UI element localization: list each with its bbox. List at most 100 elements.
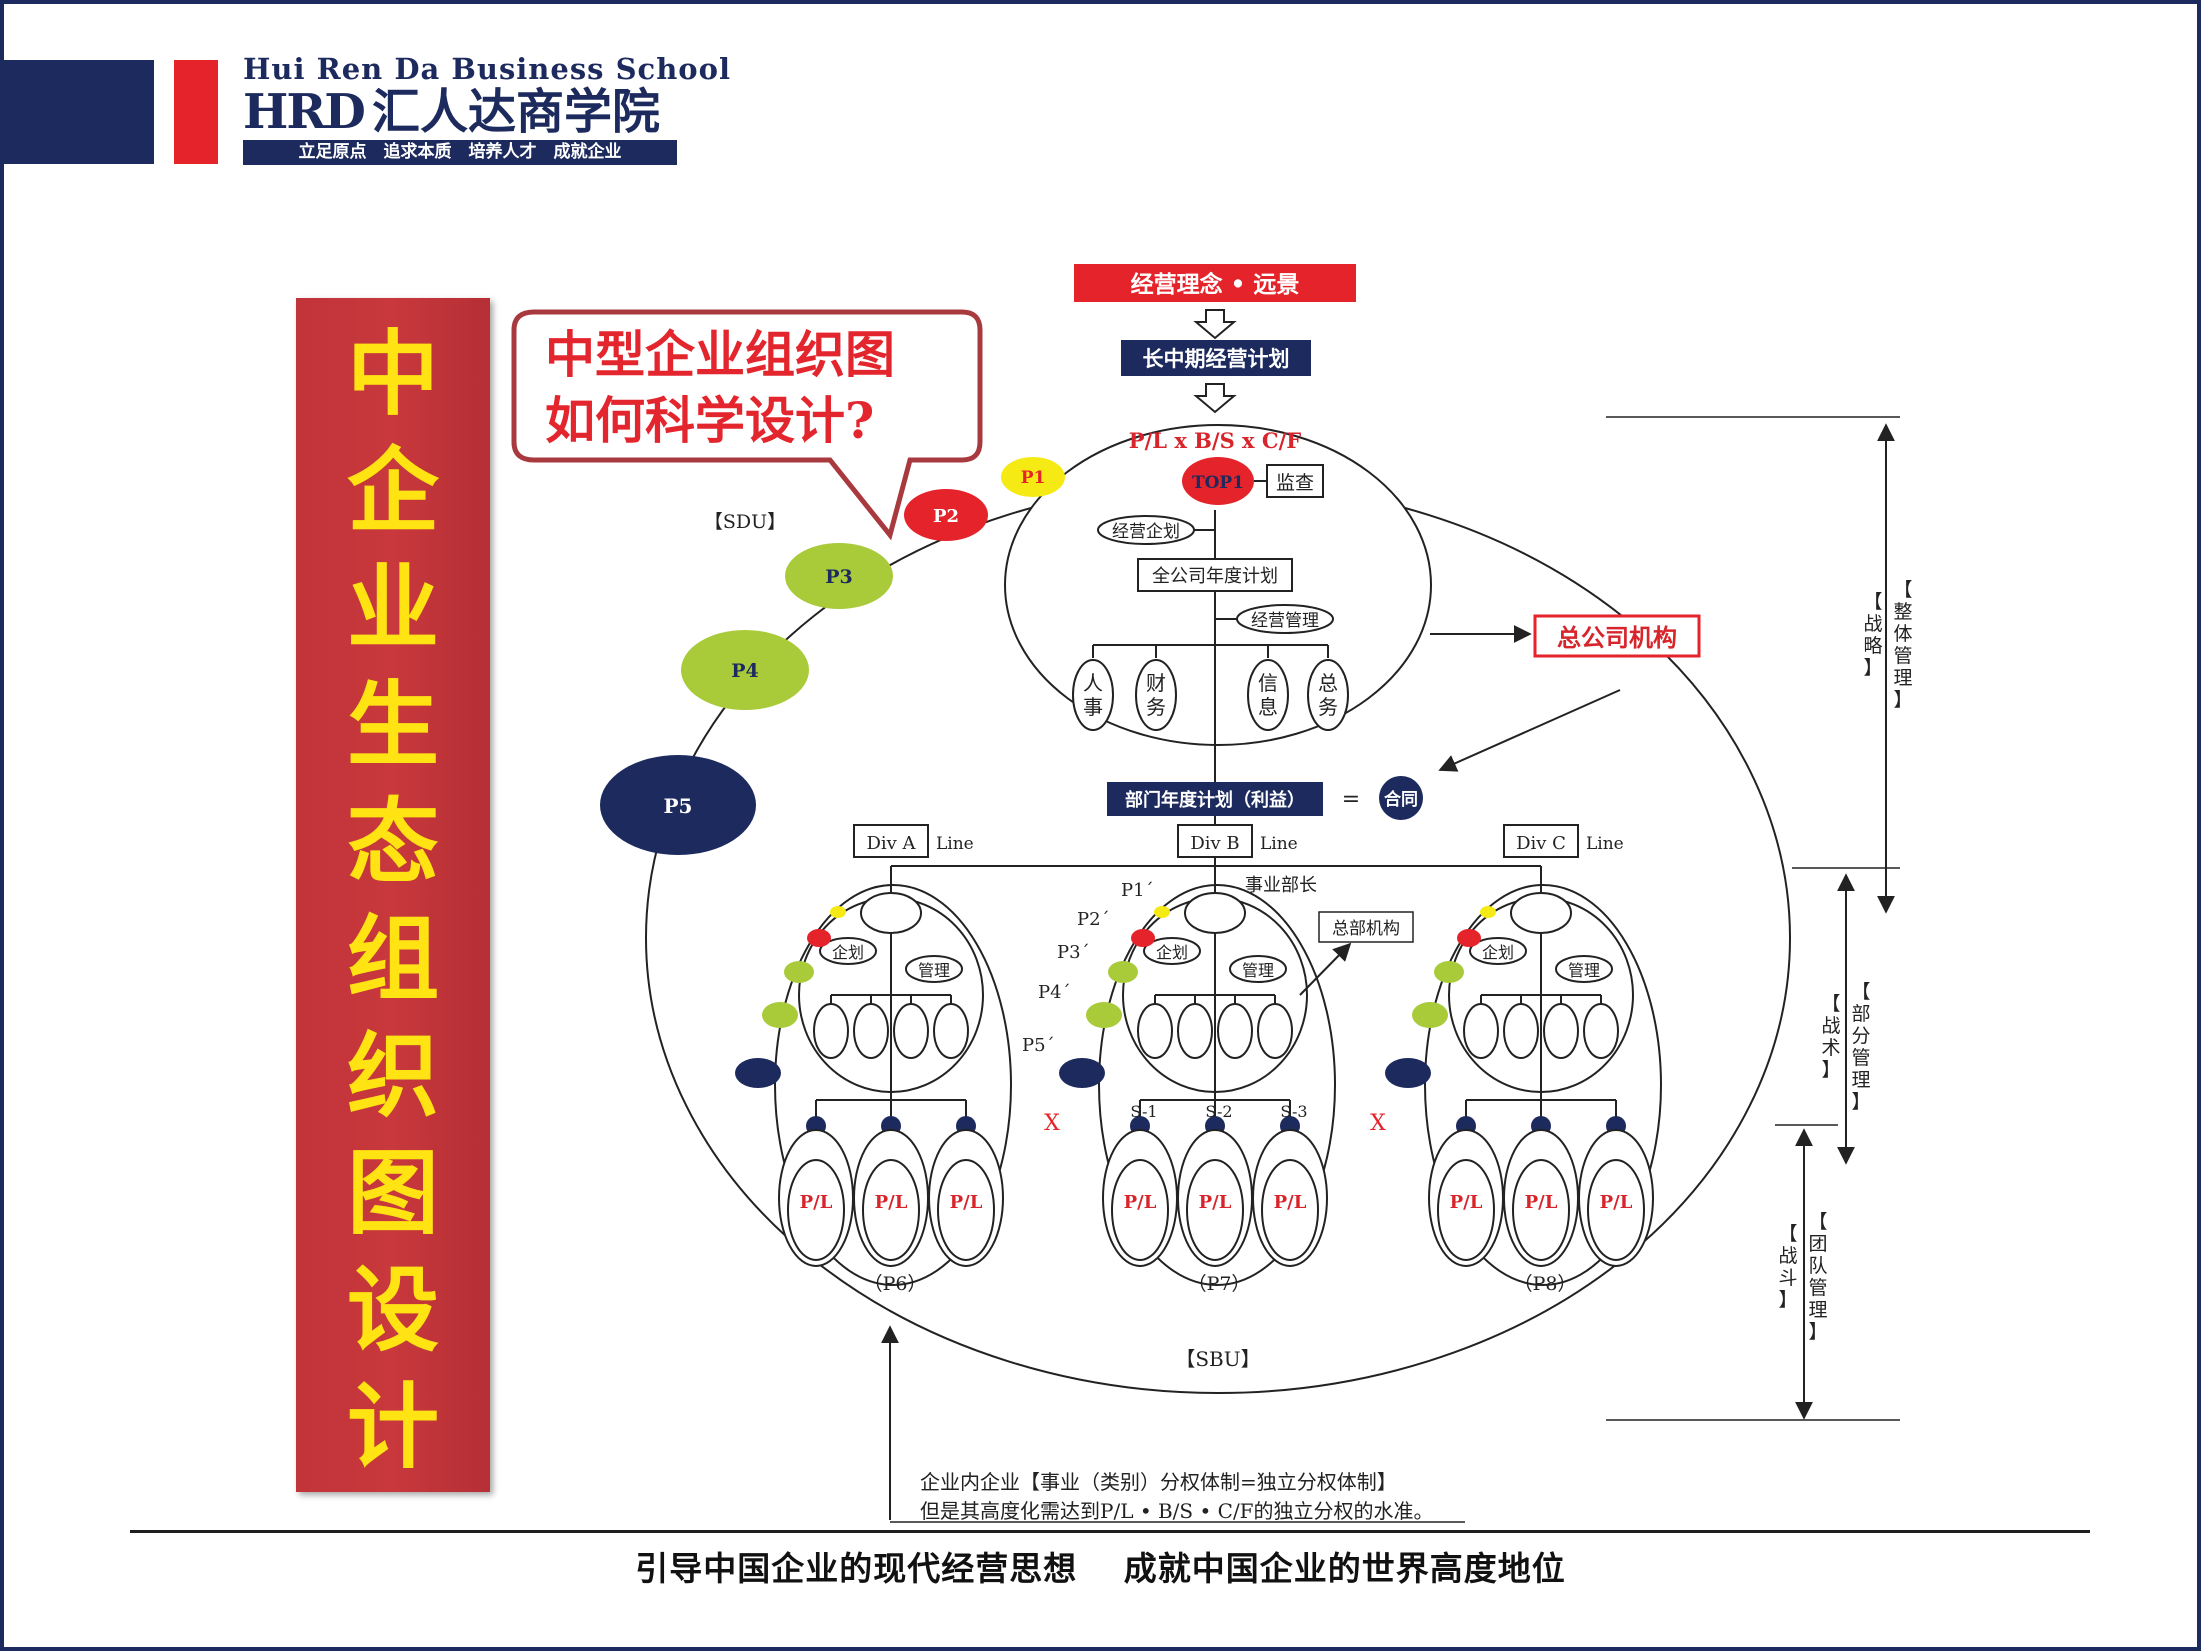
combat-right-label: 队 — [1808, 1255, 1827, 1277]
combat-left-label: 【 — [1778, 1223, 1797, 1245]
p-prime-label: P3´ — [1057, 942, 1090, 963]
plbscf-label: P/L x B/S x C/F — [1129, 428, 1301, 453]
sbu-inner-oval — [1437, 1159, 1495, 1261]
p-prime-node — [1412, 1002, 1448, 1028]
tactics-right-label: 】 — [1851, 1091, 1870, 1113]
sbu-inner-oval — [1111, 1159, 1169, 1261]
p-prime-node — [784, 961, 814, 983]
vertical-title-char: 生 — [346, 672, 439, 779]
div-box — [1503, 824, 1579, 858]
footer-rule — [130, 1530, 2090, 1533]
note-line1: 企业内企业【事业（类别）分权体制=独立分权体制】 — [920, 1470, 1397, 1494]
division-ellipse — [1424, 884, 1662, 1286]
hq-dept-arrow — [1299, 942, 1352, 996]
p-prime-label: P2´ — [1077, 909, 1110, 930]
div-dept-oval — [893, 1003, 929, 1059]
vertical-title-char: 图 — [346, 1140, 439, 1247]
school-logo-hrd: HRD — [243, 84, 366, 140]
tactics-left-label: 战 — [1821, 1015, 1840, 1037]
sbu-connector — [1465, 1099, 1617, 1118]
callout-bubble — [511, 309, 983, 541]
tactics-left-label: 术 — [1821, 1037, 1840, 1059]
callout-line2: 如何科学设计? — [545, 391, 875, 450]
div-box — [853, 824, 929, 858]
top1-label: TOP1 — [1192, 473, 1244, 493]
combat-right-label: 【 — [1808, 1211, 1827, 1233]
sbu-outer-oval — [928, 1129, 1004, 1267]
dept-label-char: 信 — [1258, 671, 1278, 695]
tactics-right-label: 部 — [1851, 1003, 1870, 1025]
division-ellipse — [774, 884, 1012, 1286]
p-prime-node — [762, 1002, 798, 1028]
dept-oval-info — [1247, 659, 1289, 731]
div-label: Div B — [1190, 833, 1239, 854]
sbu-label: 【SBU】 — [1175, 1347, 1260, 1371]
pl-label: P/L — [1600, 1192, 1633, 1213]
pl-label: P/L — [875, 1192, 908, 1213]
div-dept-oval — [933, 1003, 969, 1059]
down-arrow-icon — [1193, 383, 1237, 414]
vertical-title-text: 中企业生态组织图设计 — [296, 316, 490, 1486]
p-prime-node — [1385, 1058, 1431, 1088]
callout-text: 中型企业组织图 如何科学设计? — [545, 322, 895, 454]
annual-plan-box — [1137, 558, 1293, 592]
dept-label-char: 人 — [1083, 671, 1103, 695]
strategy-right-label: 管 — [1893, 645, 1912, 667]
pl-label: P/L — [1199, 1192, 1232, 1213]
p-prime-node — [1059, 1058, 1105, 1088]
div-management-oval — [905, 955, 963, 983]
combat-right-label: 理 — [1808, 1299, 1827, 1321]
div-dept-oval — [1177, 1003, 1213, 1059]
group-label: （P7） — [1188, 1273, 1251, 1295]
div-dept-connector — [830, 994, 952, 1005]
div-dept-oval — [853, 1003, 889, 1059]
p-prime-label: P5´ — [1022, 1035, 1055, 1056]
vision-box — [1074, 264, 1356, 302]
s-label: S-3 — [1280, 1102, 1307, 1121]
hq-return-arrow — [1438, 689, 1621, 772]
tactics-left-label: 【 — [1821, 993, 1840, 1015]
equals-sign: = — [1342, 787, 1360, 812]
p-sdu-label: P3 — [825, 566, 853, 588]
sbu-inner-oval — [862, 1159, 920, 1261]
div-management-oval — [1555, 955, 1613, 983]
strategy-right-label: 理 — [1893, 667, 1912, 689]
strategy-left-label: 战 — [1863, 613, 1882, 635]
tactics-right-label: 分 — [1851, 1025, 1870, 1047]
dept-label-char: 总 — [1318, 671, 1338, 695]
div-planning-label: 企划 — [832, 943, 864, 962]
vertical-title-char: 态 — [346, 789, 439, 896]
p-prime-node — [1480, 906, 1496, 918]
strategy-left-label: 】 — [1863, 657, 1882, 679]
p1-node — [1001, 457, 1065, 497]
pl-label: P/L — [1450, 1192, 1483, 1213]
supervision-label: 监查 — [1276, 472, 1314, 494]
callout-line1: 中型企业组织图 — [545, 325, 895, 384]
p-prime-node — [830, 906, 846, 918]
p-sdu-label: P2 — [933, 506, 959, 527]
div-label: Div A — [866, 833, 916, 854]
dept-label-char: 财 — [1146, 671, 1166, 695]
vertical-title-char: 组 — [346, 906, 439, 1013]
p-sdu-label: P5 — [664, 794, 693, 818]
combat-right-label: 管 — [1808, 1277, 1827, 1299]
div-planning-oval — [819, 937, 877, 965]
combat-left-label: 】 — [1778, 1289, 1797, 1311]
separator-x-mark: X — [1370, 1111, 1386, 1136]
p-prime-label: P1´ — [1121, 880, 1154, 901]
long-plan-box — [1121, 340, 1311, 376]
p-prime-node — [1108, 961, 1138, 983]
header-red-bar — [174, 60, 218, 164]
strategy-left-label: 【 — [1863, 591, 1882, 613]
contract-node — [1379, 776, 1423, 820]
dept-label-char: 事 — [1083, 695, 1103, 719]
sbu-outer-oval — [1252, 1129, 1328, 1267]
contract-label: 合同 — [1384, 789, 1418, 810]
div-dept-oval — [1503, 1003, 1539, 1059]
div-line-label: Line — [1586, 834, 1624, 854]
tactics-right-label: 【 — [1851, 981, 1870, 1003]
div-planning-label: 企划 — [1156, 943, 1188, 962]
div-planning-label: 企划 — [1482, 943, 1514, 962]
